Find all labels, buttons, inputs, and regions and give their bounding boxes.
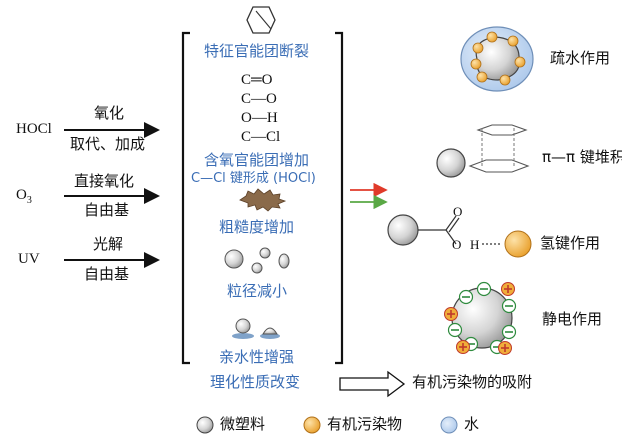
legend-pollutant-marker [303,416,321,434]
legend-water-marker [440,416,458,434]
legend-microplastic-marker [196,416,214,434]
hbond-o-top-label: O [453,204,463,219]
group-1: C═O [241,72,273,88]
hydrophobic-icon [460,26,534,92]
hocl-label: HOCl [16,121,52,137]
rough-particle-icon [239,188,287,212]
uv-label: UV [18,251,40,267]
step1-label: 特征官能团断裂 [204,42,310,60]
benzene-broken-icon [246,6,276,34]
o3-subscript: 3 [26,195,32,206]
left-bracket [181,31,190,365]
step5-label: 亲水性增强 [219,348,295,366]
hbond-icon [387,214,532,258]
step4-label: 粒径减小 [227,282,288,300]
right-bracket [335,31,344,365]
group-3: O—H [241,110,278,126]
hbond-h-label: H [470,237,480,252]
hocl-top-label: 氧化 [94,104,125,122]
hbond-o-label: O [452,237,462,252]
result-label: 有机污染物的吸附 [412,373,533,391]
result-arrow [339,370,406,398]
hydrophobic-label: 疏水作用 [550,49,611,67]
electrostatic-icon [444,281,517,355]
legend-microplastic-label: 微塑料 [220,415,266,433]
legend-water-label: 水 [464,415,480,433]
o3-top-label: 直接氧化 [74,172,135,190]
step3-label: 粗糙度增加 [219,218,295,236]
bottom-label: 理化性质改变 [210,373,301,391]
o3-label: O3 [16,188,32,206]
electrostatic-label: 静电作用 [542,310,603,328]
uv-top-label: 光解 [93,235,124,253]
pipi-label: π—π 键堆积 [542,148,622,166]
particle-size-icon [224,247,290,274]
pi-pi-icon [436,124,530,178]
step2-label: 含氧官能团增加 [204,151,310,169]
legend-pollutant-label: 有机污染物 [327,415,403,433]
hbond-label: 氢键作用 [540,234,601,252]
group-2: C—O [241,91,277,107]
hydrophilicity-icon [232,318,280,339]
hocl-bottom-label: 取代、加成 [70,135,146,153]
o3-bottom-label: 自由基 [84,201,130,219]
group-4: C—Cl [241,129,281,145]
o3-label-text: O [16,187,27,203]
step2-sub-label: C—Cl 键形成 (HOCl) [191,171,316,186]
uv-bottom-label: 自由基 [84,265,130,283]
